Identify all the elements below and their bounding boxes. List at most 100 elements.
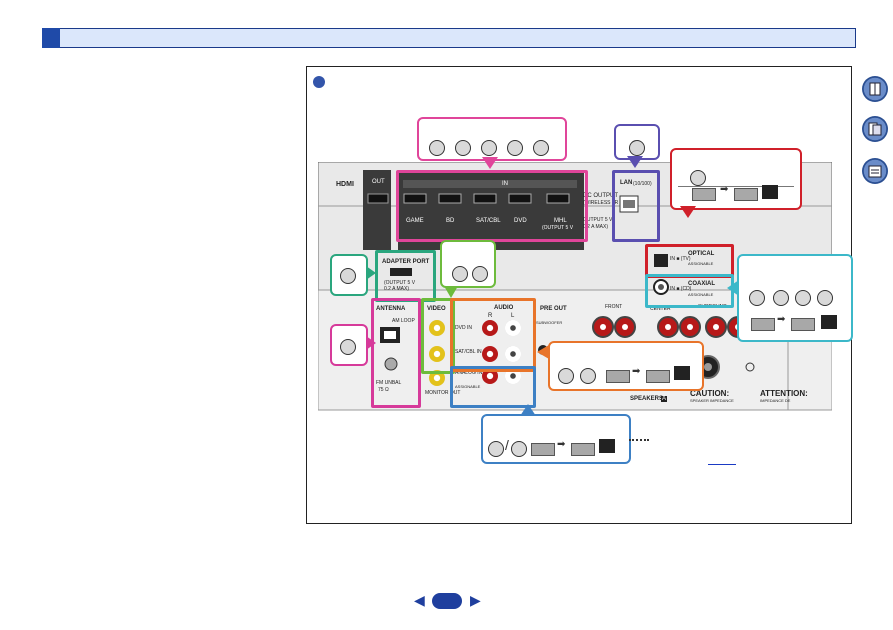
hdmi-out-label: OUT xyxy=(372,179,385,185)
satcbl-l-jack xyxy=(505,346,521,362)
satcbl-label: SAT/CBL xyxy=(476,218,501,224)
toc-icon[interactable] xyxy=(862,116,888,142)
callout-circle xyxy=(558,368,574,384)
button-square xyxy=(674,366,690,380)
optical-highlight xyxy=(645,244,734,278)
callout-circle xyxy=(429,140,445,156)
callout-circle xyxy=(533,140,549,156)
hdmi-callout xyxy=(417,117,567,161)
hdmi-in-label: IN xyxy=(502,181,508,187)
dc-output-label: DC OUTPUT xyxy=(583,193,618,199)
gear-icon xyxy=(313,76,325,88)
coaxial-label: COAXIAL xyxy=(688,281,715,287)
speakers-a-label: A xyxy=(661,396,668,402)
page-link[interactable] xyxy=(708,464,736,465)
assignable-label: ASSIGNABLE xyxy=(455,384,481,389)
title-bar xyxy=(42,28,856,48)
attention-sub: IMPEDANCE DE xyxy=(760,398,791,403)
dvd-r-jack xyxy=(482,320,498,336)
arrow-right-icon: ➡ xyxy=(777,314,786,325)
callout-circle xyxy=(481,140,497,156)
adapter-spec2: 0.2 A MAX) xyxy=(384,286,410,292)
audio-r-label: R xyxy=(488,313,493,319)
adapter-callout xyxy=(330,254,368,296)
target-bar xyxy=(791,318,815,331)
callout-circle xyxy=(488,441,504,457)
optical-callout-pointer xyxy=(680,206,696,218)
bd-label: BD xyxy=(446,218,455,224)
antenna-label: ANTENNA xyxy=(376,306,406,312)
pre-out-label: PRE OUT xyxy=(540,306,567,312)
callout-circle xyxy=(580,368,596,384)
fm-label: FM UNBAL xyxy=(376,380,402,386)
lan-callout-pointer xyxy=(627,156,643,168)
caution-label: CAUTION: xyxy=(690,389,730,398)
analog-callout: / ➡ xyxy=(481,414,631,464)
callout-circle xyxy=(455,140,471,156)
target-bar xyxy=(571,443,595,456)
target-bar xyxy=(646,370,670,383)
audio-highlight xyxy=(450,298,536,372)
prev-page-icon[interactable]: ◀ xyxy=(414,592,425,608)
video-jack-1 xyxy=(429,320,445,336)
video-callout xyxy=(440,240,496,288)
lan-callout xyxy=(614,124,660,160)
caution-sub: SPEAKER IMPEDANCE xyxy=(690,398,734,403)
video-callout-pointer xyxy=(444,286,458,298)
dvd-in-label: DVD IN xyxy=(455,325,472,331)
am-loop-label: AM LOOP xyxy=(392,318,415,324)
optical-assignable: ASSIGNABLE xyxy=(688,261,714,266)
antenna-highlight xyxy=(371,298,421,408)
page-number-badge[interactable] xyxy=(432,593,462,609)
video-label: VIDEO xyxy=(427,306,446,312)
hdmi-highlight xyxy=(396,170,588,242)
arrow-right-icon: ➡ xyxy=(720,184,729,195)
hdmi-callout-pointer xyxy=(482,157,498,169)
index-icon[interactable] xyxy=(862,158,888,184)
fm-ohm-label: 75 Ω xyxy=(378,387,389,393)
analog-in-label: ANALOG IN ■ xyxy=(455,370,487,376)
source-bar xyxy=(751,318,775,331)
next-page-icon[interactable]: ▶ xyxy=(470,592,481,608)
callout-circle xyxy=(773,290,789,306)
callout-circle xyxy=(795,290,811,306)
mhl-label: MHL xyxy=(554,218,567,224)
callout-circle xyxy=(511,441,527,457)
video-highlight xyxy=(421,298,455,374)
optical-label: OPTICAL xyxy=(688,251,715,257)
arrow-right-icon: ➡ xyxy=(557,439,566,450)
analog-l-jack xyxy=(505,368,521,384)
book-icon[interactable] xyxy=(862,76,888,102)
center-label: CENTER xyxy=(650,306,671,312)
adapter-callout-pointer xyxy=(366,266,376,280)
coaxial-assignable: ASSIGNABLE xyxy=(688,292,714,297)
output-a: 0.2 A MAX) xyxy=(583,224,609,230)
source-bar xyxy=(531,443,555,456)
arrow-right-icon: ➡ xyxy=(632,366,641,377)
callout-circle xyxy=(507,140,523,156)
adapter-port-label: ADAPTER PORT xyxy=(382,259,430,265)
callout-circle xyxy=(472,266,488,282)
speakers-label: SPEAKERS xyxy=(630,396,664,402)
coaxial-callout: ➡ xyxy=(737,254,853,342)
satcbl-r-jack xyxy=(482,346,498,362)
coaxial-cd: IN ■ (CD) xyxy=(670,286,692,292)
dvd-l-jack xyxy=(505,320,521,336)
source-bar xyxy=(692,188,716,201)
subwoofer-label: SUBWOOFER xyxy=(536,320,563,325)
output-5v: OUTPUT 5 V xyxy=(583,217,613,223)
callout-circle xyxy=(340,268,356,284)
mhl-spec: (OUTPUT 5 V xyxy=(542,225,574,231)
button-square xyxy=(762,185,778,199)
monitor-out-label: MONITOR OUT xyxy=(425,390,461,396)
lan-label: LAN xyxy=(620,180,633,186)
game-label: GAME xyxy=(406,218,424,224)
optical-callout: ➡ xyxy=(670,148,802,210)
source-bar xyxy=(606,370,630,383)
lan-highlight xyxy=(612,170,660,242)
audio-callout-pointer xyxy=(537,345,549,359)
antenna-callout xyxy=(330,324,368,366)
wireless-label: (WIRELESS LR xyxy=(583,200,619,206)
analog-highlight xyxy=(450,366,536,408)
audio-label: AUDIO xyxy=(494,305,514,311)
